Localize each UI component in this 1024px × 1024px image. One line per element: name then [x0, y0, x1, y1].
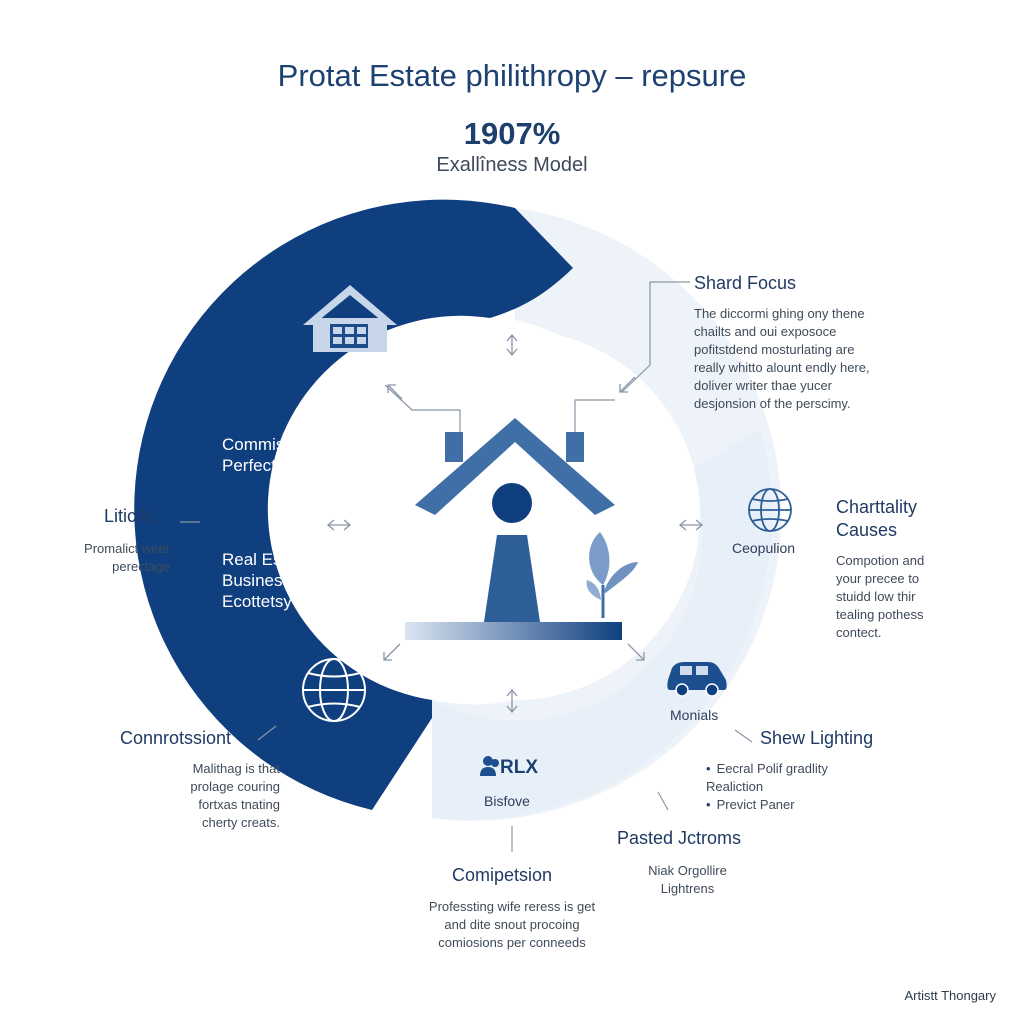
globe-icon: [302, 658, 366, 722]
stat-value: 1907%: [463, 116, 561, 151]
navy-ring-band: [134, 199, 574, 810]
car-caption: Monials: [670, 707, 719, 723]
band-text-commission: Commission to Perfect Casus: [222, 435, 335, 475]
lighting-bullet: Previct Paner: [706, 796, 856, 814]
bottom-left-body: Malithag is that prolage couring fortxas…: [190, 761, 280, 830]
pasted-body: Niak Orgollire Lightrens: [648, 863, 727, 896]
charity-body: Compotion and your precee to stuidd low …: [836, 553, 925, 640]
person-icon: [480, 756, 499, 776]
light-ring-lower: [432, 430, 773, 821]
page-title: Protat Estate philithropy – repsure: [277, 58, 747, 93]
lighting-list: Eecral Polif gradlity Realiction Previct…: [706, 760, 856, 814]
bottom-left-heading: Connrotssiont: [120, 728, 232, 748]
lighting-bullet: Eecral Polif gradlity Realiction: [706, 760, 856, 796]
stat-label: Exallîness Model: [436, 154, 588, 176]
competition-body: Professting wife reress is get and dite …: [428, 899, 596, 950]
leaf-icon: [586, 532, 638, 618]
band-text-business: Real Estate Business Ecottetsy: [222, 550, 310, 611]
central-house-icon: [405, 418, 622, 640]
lighting-heading: Shew Lighting: [760, 728, 874, 748]
rlx-sub: Bisfove: [484, 793, 530, 809]
globe-caption: Ceopulion: [732, 540, 796, 556]
globe-outline-icon: [748, 488, 792, 532]
direction-arrows: [326, 333, 704, 714]
artist-credit: Artistt Thongary: [904, 988, 996, 1003]
connector-lines: [180, 281, 753, 852]
car-icon: [667, 662, 727, 697]
house-icon: [303, 285, 397, 352]
rlx-label: RLX: [500, 757, 538, 778]
pasted-heading: Pasted Jctroms: [617, 828, 742, 848]
shard-heading: Shard Focus: [694, 273, 797, 293]
competition-heading: Comipetsion: [452, 865, 553, 885]
shard-body: The diccormi ghing ony thene chailts and…: [694, 306, 870, 411]
charity-heading: Charttality Causes: [836, 497, 918, 540]
left-body: Promalict weer perectage: [84, 541, 170, 574]
left-heading: LiticAL: [104, 506, 159, 526]
